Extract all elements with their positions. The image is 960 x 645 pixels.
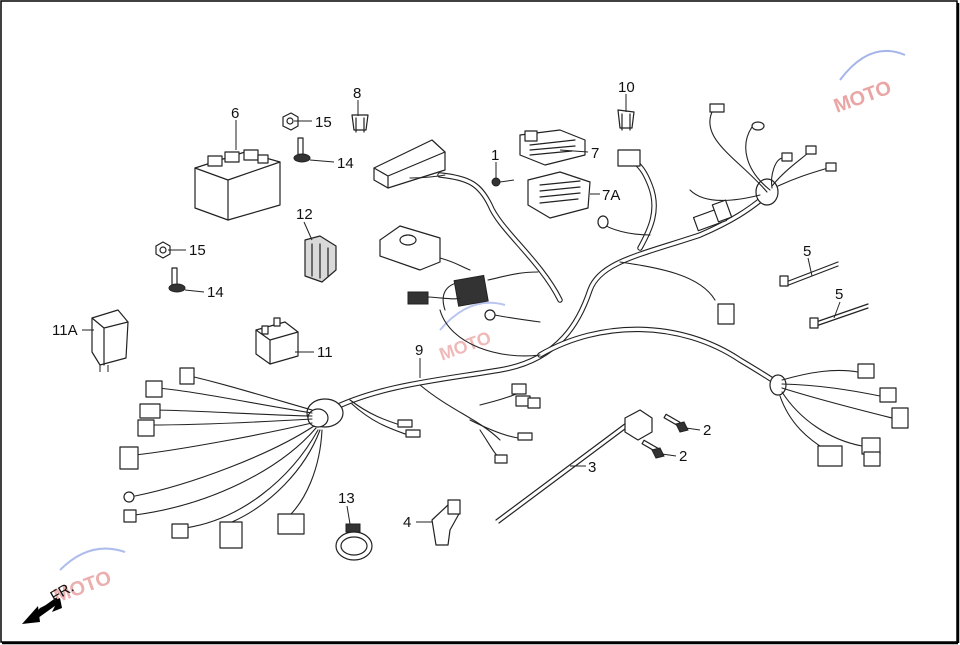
mid-harness-branches (349, 383, 541, 464)
part-callout-labels: 6 15 14 8 10 1 7 7A 12 15 14 11A 11 9 5 … (52, 79, 843, 531)
callout-7a: 7A (602, 187, 620, 204)
clip-8 (351, 114, 369, 133)
bolt-small-1 (491, 177, 515, 187)
right-connector-fan (769, 363, 909, 467)
callout-3: 3 (588, 459, 596, 476)
callout-10: 10 (618, 79, 635, 96)
callout-11a: 11A (52, 322, 78, 339)
callout-6: 6 (231, 105, 239, 122)
callout-15-top: 15 (315, 114, 332, 131)
callout-7: 7 (591, 145, 599, 162)
fuse-holder (304, 235, 337, 283)
regulator-rectifier (519, 129, 586, 166)
nut-lower (155, 241, 171, 259)
callout-5-upper: 5 (803, 243, 811, 260)
callout-11: 11 (317, 344, 333, 361)
callout-4: 4 (403, 514, 411, 531)
callout-15-lower: 15 (189, 242, 206, 259)
hose-clamp (335, 523, 373, 561)
callout-9: 9 (415, 342, 423, 359)
callout-5-lower: 5 (835, 286, 843, 303)
battery (194, 149, 281, 221)
spark-plug-cap (431, 499, 461, 546)
bolt-2-upper (663, 413, 689, 433)
front-direction-arrow: FR. (22, 579, 77, 624)
callout-12: 12 (296, 206, 313, 223)
harness-sleeve-left (306, 398, 344, 428)
bolt-lower (168, 267, 186, 293)
callout-2-lower: 2 (679, 448, 687, 465)
regulator-leads (597, 149, 735, 325)
regulator-rectifier-alt (527, 171, 591, 219)
callout-2-upper: 2 (703, 422, 711, 439)
callout-14-top: 14 (337, 155, 354, 172)
callout-13: 13 (338, 490, 355, 507)
bolt-top (293, 137, 311, 163)
top-right-wires (689, 103, 837, 201)
ecu-module (373, 139, 446, 189)
callout-8: 8 (353, 85, 361, 102)
harness-mid-connectors (407, 271, 541, 357)
bolt-2-lower (641, 439, 665, 459)
speed-sensor (495, 409, 653, 524)
relay-11 (255, 317, 299, 365)
callout-14-lower: 14 (207, 284, 224, 301)
clip-10 (617, 109, 635, 131)
leader-lines (82, 94, 841, 525)
relay-with-mounting-hole (379, 225, 471, 271)
left-connector-fan (119, 367, 323, 549)
callout-1: 1 (491, 147, 499, 164)
starter-relay (91, 309, 129, 372)
nut-top (282, 112, 299, 131)
cable-tie-lower (809, 303, 869, 329)
